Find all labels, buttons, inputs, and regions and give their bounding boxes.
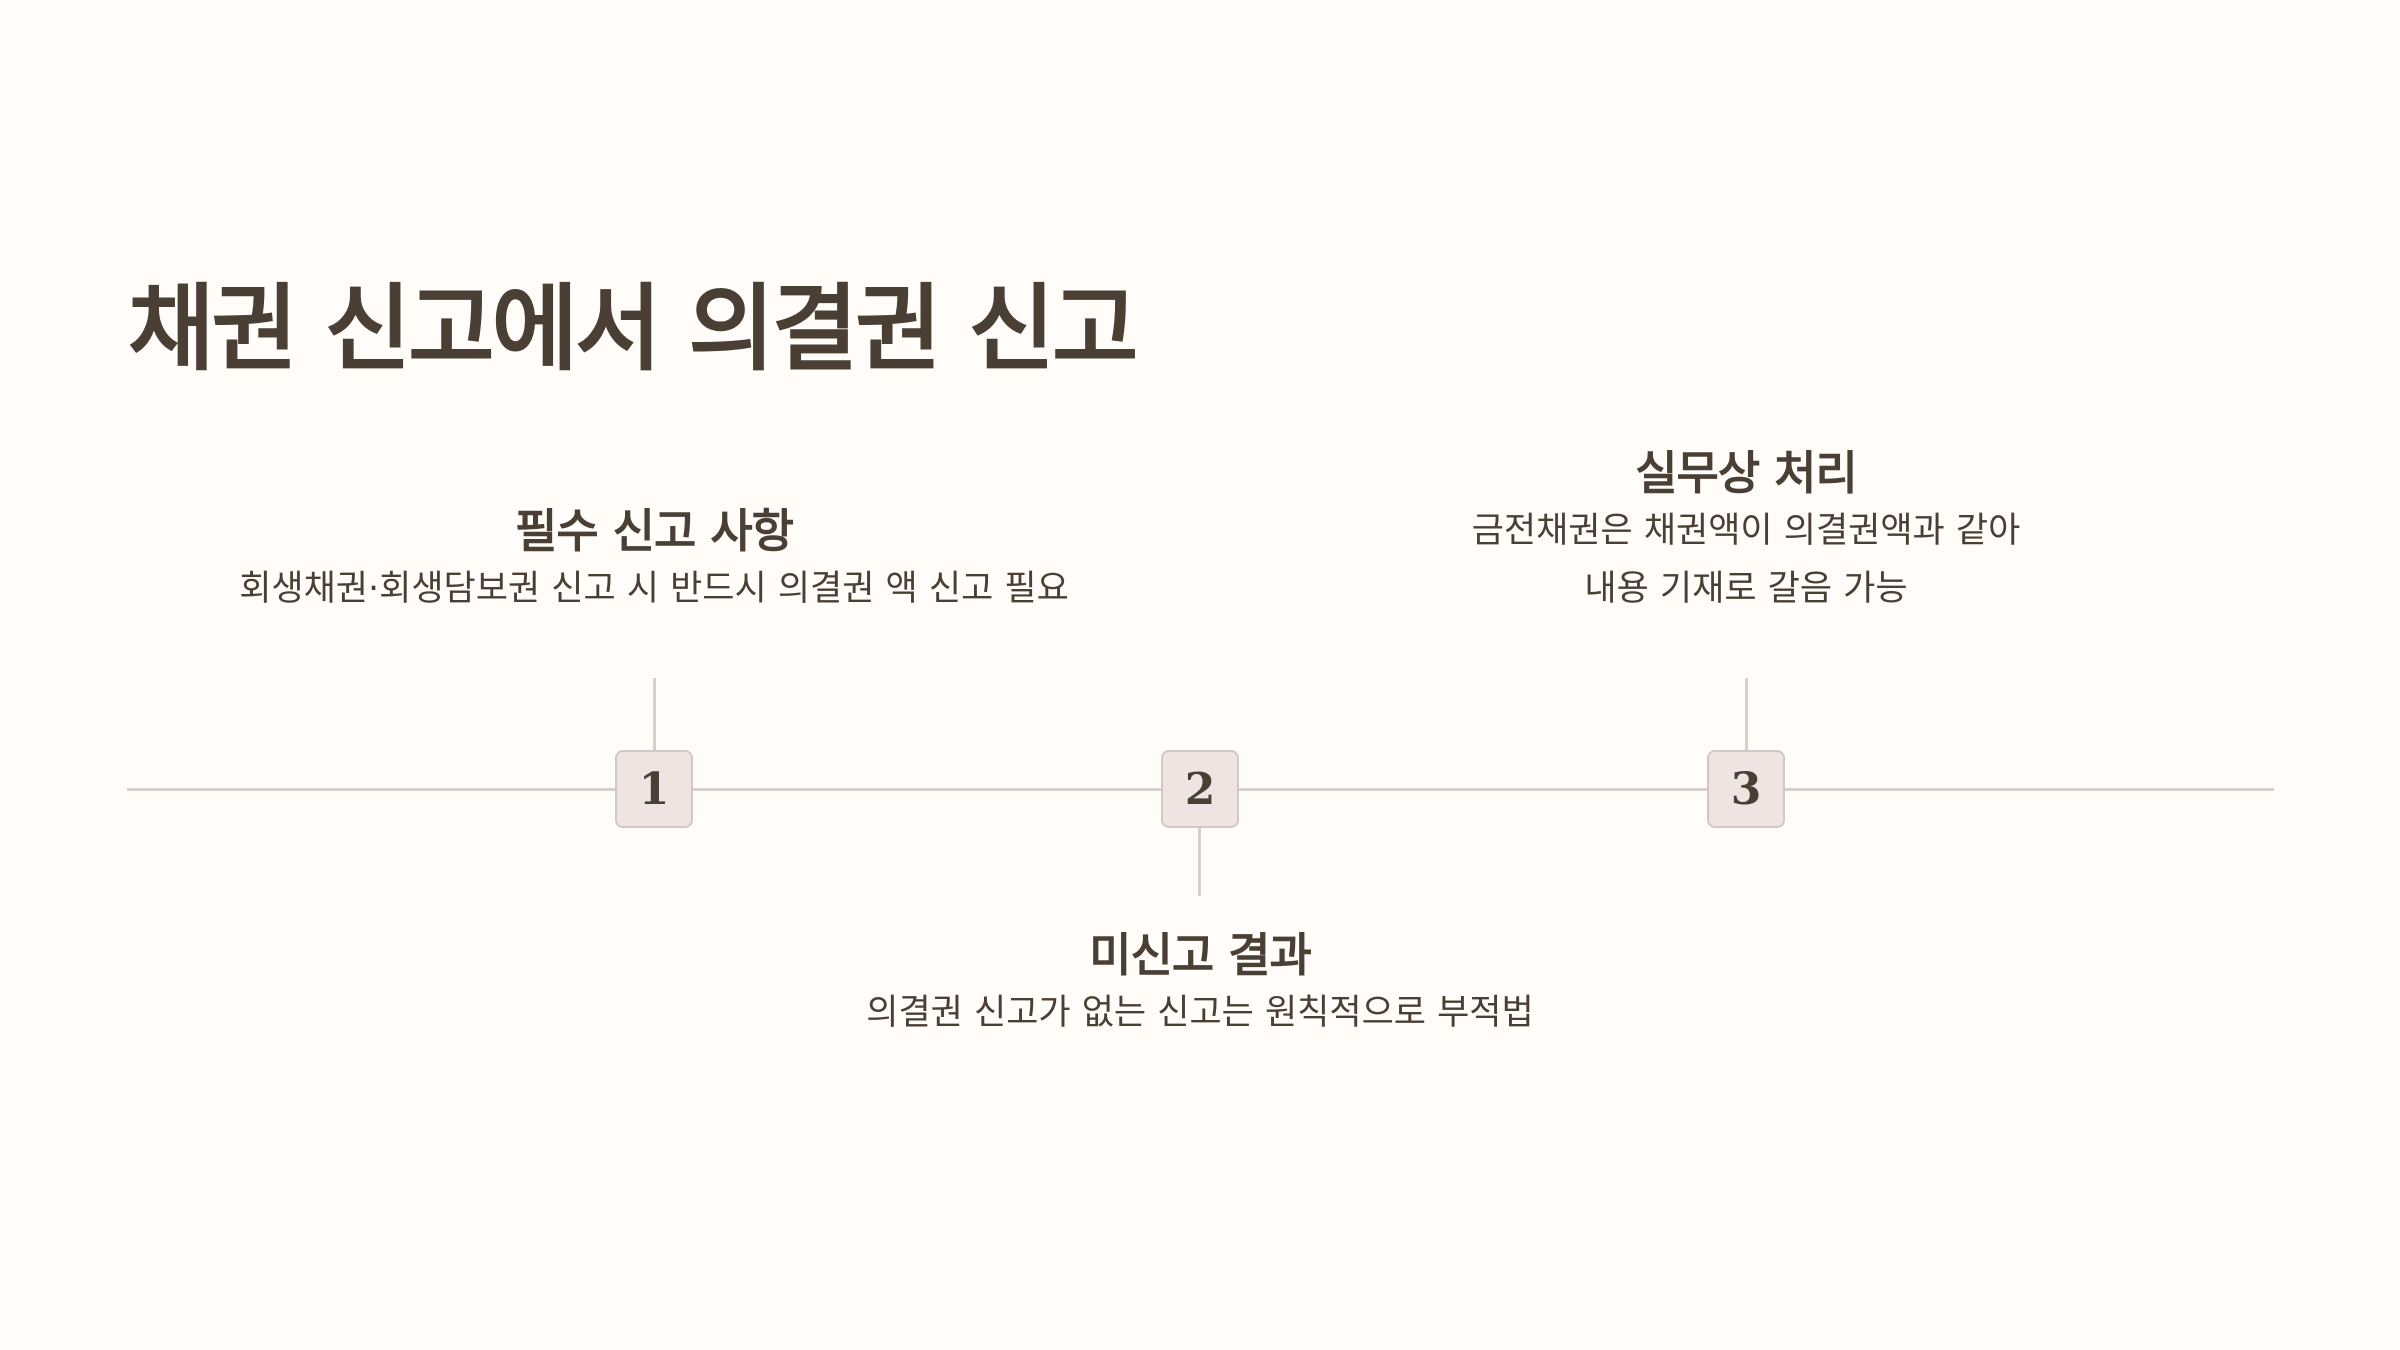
step-3-description-line-1: 금전채권은 채권액이 의결권액과 같아 [1471,511,2021,551]
step-3-label: 실무상 처리 금전채권은 채권액이 의결권액과 같아 내용 기재로 갈음 가능 [1346,444,2146,618]
step-1-label: 필수 신고 사항 회생채권·회생담보권 신고 시 반드시 의결권 액 신고 필요 [154,502,1154,618]
step-3-number-badge: 3 [1707,750,1785,828]
step-2-title: 미신고 결과 [1089,928,1312,982]
step-3-description-line-2: 내용 기재로 갈음 가능 [1584,569,1908,609]
step-1-title: 필수 신고 사항 [515,504,794,558]
step-1-description-line-1: 회생채권·회생담보권 신고 시 반드시 의결권 액 신고 필요 [239,569,1069,609]
step-1-number-badge: 1 [615,750,693,828]
slide-title: 채권 신고에서 의결권 신고 [128,275,1138,384]
step-2-number-badge: 2 [1161,750,1239,828]
step-3-title: 실무상 처리 [1635,446,1858,500]
step-2-label: 미신고 결과 의결권 신고가 없는 신고는 원칙적으로 부적법 [700,926,1700,1042]
connector-step-1 [653,678,656,750]
step-2-description-line-1: 의결권 신고가 없는 신고는 원칙적으로 부적법 [866,993,1534,1033]
connector-step-2 [1198,828,1201,896]
connector-step-3 [1745,678,1748,750]
